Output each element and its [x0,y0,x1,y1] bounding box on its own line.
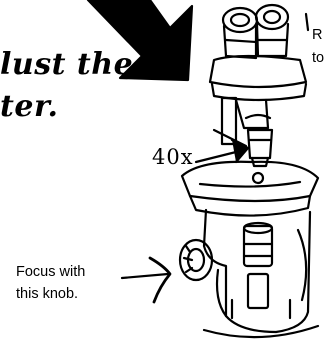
instruction-heading-line-1: lust the [0,50,133,80]
right-edge-mark [306,14,308,30]
focus-knob [180,240,212,280]
side-text: R to [312,24,324,70]
microscope-stage [182,162,318,216]
microscope-arm-and-base [204,210,318,337]
eyepieces [223,5,288,58]
objective-pointer-arrow [196,130,248,162]
instruction-heading-line-2: ter. [0,92,58,122]
focus-caption-line-1: Focus with [16,261,126,283]
focus-caption: Focus with this knob. [16,261,126,305]
focus-pointer-arrow [122,258,170,302]
objective-lens [248,130,272,166]
focus-caption-line-2: this knob. [16,283,126,305]
side-text-line-1: R [312,24,324,47]
magnification-label: 40x [152,146,194,168]
side-text-line-2: to [312,47,324,70]
